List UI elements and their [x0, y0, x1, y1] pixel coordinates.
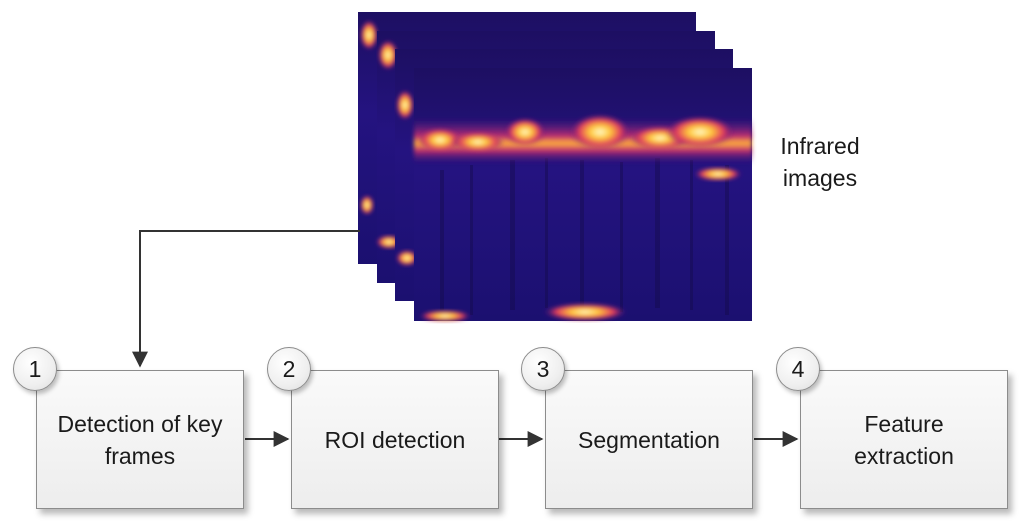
step-number-badge: 2 — [267, 347, 311, 391]
infrared-frame-front — [414, 68, 752, 322]
step-number: 2 — [282, 355, 296, 382]
step-label: Detection of key frames — [57, 410, 223, 469]
arrow-images-to-step-1 — [132, 230, 360, 368]
step-box-feature-extraction: Feature extraction — [800, 370, 1008, 509]
step-label: Segmentation — [578, 426, 720, 453]
step-label: ROI detection — [324, 426, 466, 453]
step-label: Feature extraction — [854, 410, 954, 469]
step-number-badge: 4 — [776, 347, 820, 391]
infrared-image-stack — [358, 12, 752, 322]
step-number: 3 — [536, 355, 550, 382]
step-box-segmentation: Segmentation — [545, 370, 753, 509]
step-number: 4 — [791, 355, 805, 382]
step-number: 1 — [28, 355, 42, 382]
step-box-detection-of-key-frames: Detection of key frames — [36, 370, 244, 509]
step-box-roi-detection: ROI detection — [291, 370, 499, 509]
step-number-badge: 3 — [521, 347, 565, 391]
infrared-images-label: Infrared images — [760, 130, 880, 194]
step-number-badge: 1 — [13, 347, 57, 391]
infrared-images-label-line-2: images — [782, 165, 858, 191]
infrared-images-label-line-1: Infrared — [780, 133, 860, 159]
